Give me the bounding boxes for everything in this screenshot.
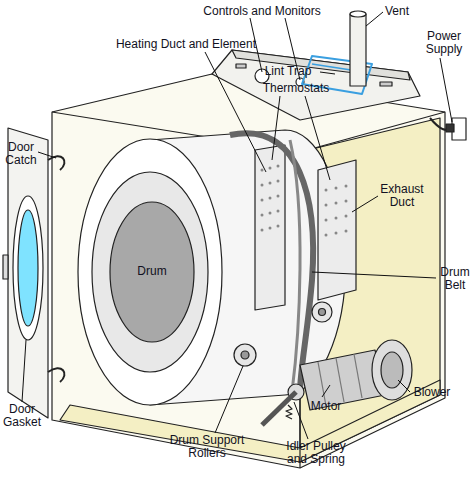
vent-pipe [350,14,366,86]
motor-rib [336,358,344,402]
part-label: Door Catch [1,141,41,167]
blower-hub [381,352,403,388]
part-label: Drum Support Rollers [165,434,249,460]
door-hinge [48,368,64,382]
part-label: Controls and Monitors [192,5,332,18]
part-label: Drum [127,265,177,278]
drum-back-disk [110,202,194,342]
part-label: Thermostats [256,82,336,95]
leader-line [320,72,335,74]
blower [372,340,412,400]
power-plug [446,124,454,132]
door-handle [3,255,8,279]
part-label: Lint Trap [253,65,323,78]
idler-arm [262,392,296,425]
idler-spring [286,405,292,419]
drum-belt [230,133,313,392]
part-label: Blower [407,386,457,399]
leader-line [294,402,308,439]
part-label: Motor [304,400,348,413]
leader-line [322,385,330,397]
leader-line [215,366,243,433]
leader-line [305,96,330,180]
door-opening [92,172,208,372]
door [8,128,48,418]
vent-pipe-top [350,11,366,17]
control-button [236,64,246,68]
leader-line [312,272,436,278]
door-catch [48,156,64,170]
door-gasket [13,196,43,340]
exhaust-holes [325,185,348,237]
cabinet [52,74,445,468]
part-label: Door Gasket [0,403,45,429]
drum-front [78,139,222,405]
heating-duct-holes [261,165,280,232]
part-label: Exhaust Duct [375,183,429,209]
part-label: Vent [377,5,417,18]
control-console [212,50,420,120]
leader-line [22,340,26,402]
roller-hub [319,309,326,316]
leader-line [440,58,452,122]
part-label: Power Supply [419,30,469,56]
drum-belt-edge [290,140,300,392]
heating-duct [255,145,285,310]
exhaust-panel [318,160,356,300]
leader-line [272,96,280,160]
part-label: Heating Duct and Element [106,38,266,51]
leader-lines [22,12,452,439]
motor-rib [354,354,362,398]
support-roller [234,344,256,366]
part-label: Drum Belt [436,266,474,292]
leader-line [205,52,266,172]
support-roller [312,302,332,322]
control-button [380,82,392,86]
leader-line [398,380,410,392]
door-window [18,210,38,326]
part-label: Idler Pulley and Spring [279,440,353,466]
roller-hub [241,351,249,359]
cabinet-interior [300,118,440,462]
leader-line [352,196,378,212]
leader-line [38,152,56,158]
leader-line [366,12,383,26]
